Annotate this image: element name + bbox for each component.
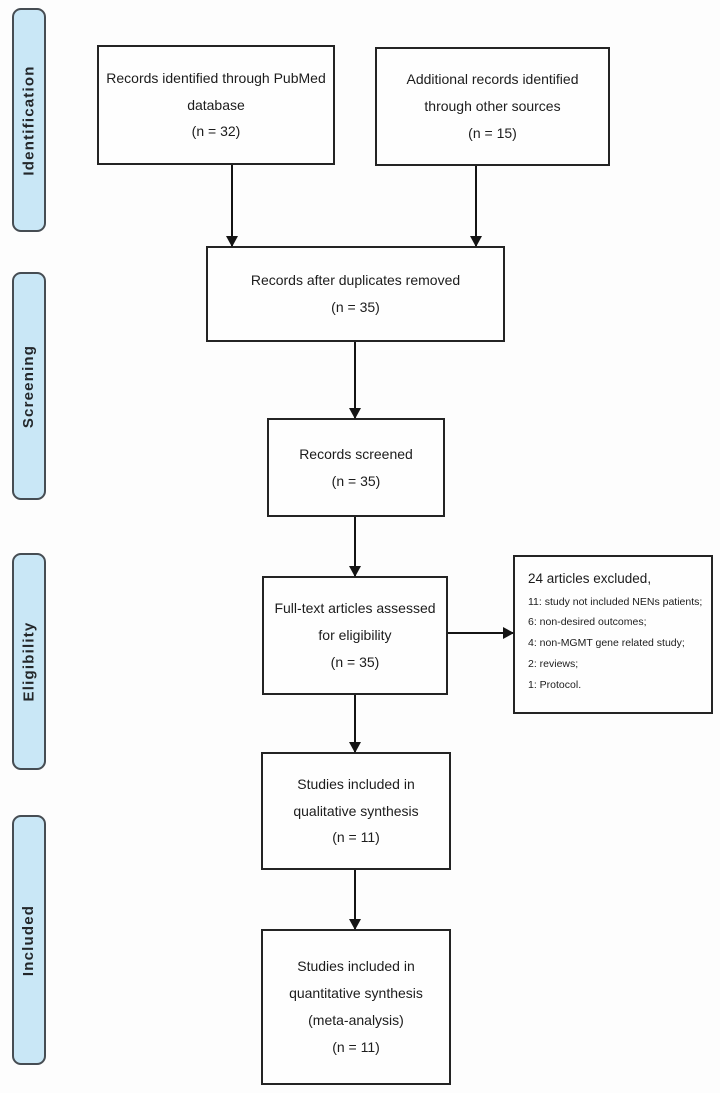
stage-label-eligibility: Eligibility [12,553,46,770]
box-fulltext-assessed: Full-text articles assessed for eligibil… [262,576,448,695]
box-records-screened: Records screened (n = 35) [267,418,445,517]
box-qualitative-synthesis-line-1: Studies included in [297,775,415,792]
box-articles-excluded-reason-4: 2: reviews; [528,657,579,670]
stage-label-eligibility-text: Eligibility [20,621,38,702]
box-records-screened-line-1: Records screened [299,445,413,462]
box-quantitative-synthesis-line-3: (meta-analysis) [308,1012,404,1028]
stage-label-screening: Screening [12,272,46,500]
stage-label-screening-text: Screening [20,344,38,428]
box-quantitative-synthesis-line-1: Studies included in [297,958,415,975]
stage-label-included-text: Included [20,904,38,976]
arrow-fulltext-to-qualitative [349,695,361,753]
box-records-screened-count: (n = 35) [331,472,381,489]
arrow-qualitative-to-quantitative [349,870,361,930]
box-records-other-sources-line-2: through other sources [424,98,561,115]
box-qualitative-synthesis-line-2: qualitative synthesis [293,802,419,819]
box-articles-excluded-reason-2: 6: non-desired outcomes; [528,616,647,629]
box-duplicates-removed-line-1: Records after duplicates removed [250,272,461,289]
box-quantitative-synthesis: Studies included in quantitative synthes… [261,929,451,1085]
box-fulltext-assessed-count: (n = 35) [330,653,380,670]
box-quantitative-synthesis-line-2: quantitative synthesis [289,985,423,1002]
box-fulltext-assessed-line-1: Full-text articles assessed [274,600,436,617]
box-records-other-sources-line-1: Additional records identified [406,71,579,88]
stage-label-included: Included [12,815,46,1065]
box-qualitative-synthesis: Studies included in qualitative synthesi… [261,752,451,870]
stage-label-identification-text: Identification [20,64,38,176]
stage-label-identification: Identification [12,8,46,232]
box-records-pubmed-line-1: Records identified through PubMed [106,69,326,86]
box-articles-excluded-reason-1: 11: study not included NENs patients; [528,595,703,608]
box-duplicates-removed: Records after duplicates removed (n = 35… [206,246,505,342]
box-articles-excluded-reason-5: 1: Protocol. [528,678,582,691]
box-duplicates-removed-count: (n = 35) [331,299,380,315]
box-records-other-sources-count: (n = 15) [468,124,517,141]
box-qualitative-synthesis-count: (n = 11) [332,829,380,846]
box-articles-excluded-reason-3: 4: non-MGMT gene related study; [528,637,685,650]
box-fulltext-assessed-line-2: for eligibility [318,627,392,644]
box-records-pubmed-count: (n = 32) [191,123,241,140]
arrow-screened-to-fulltext [349,517,361,577]
arrow-other-sources-to-duplicates [470,166,482,247]
box-articles-excluded-title: 24 articles excluded, [528,571,652,586]
box-records-pubmed: Records identified through PubMed databa… [97,45,335,165]
arrow-pubmed-to-duplicates [226,165,238,247]
arrow-fulltext-to-excluded [448,627,514,639]
box-articles-excluded: 24 articles excluded, 11: study not incl… [513,555,713,714]
box-records-pubmed-line-2: database [187,96,245,113]
arrow-duplicates-to-screened [349,342,361,419]
box-quantitative-synthesis-count: (n = 11) [332,1038,380,1055]
box-records-other-sources: Additional records identified through ot… [375,47,610,166]
